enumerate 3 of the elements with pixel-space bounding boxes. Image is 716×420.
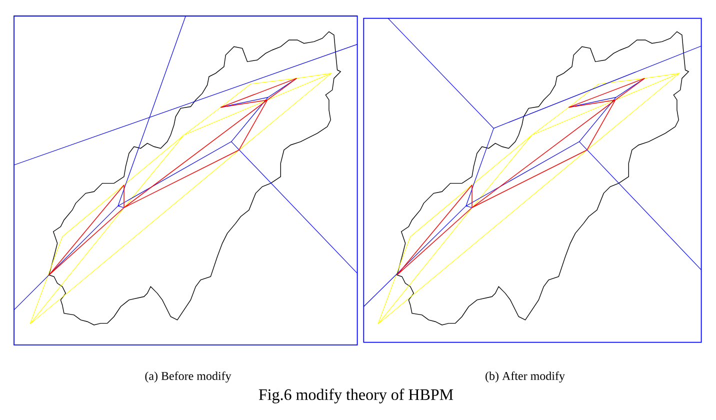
subfigure-caption: (b) After modify bbox=[486, 371, 565, 382]
subfigure-caption: (a) Before modify bbox=[145, 371, 232, 382]
figure-caption: Fig.6 modify theory of HBPM bbox=[258, 388, 454, 404]
